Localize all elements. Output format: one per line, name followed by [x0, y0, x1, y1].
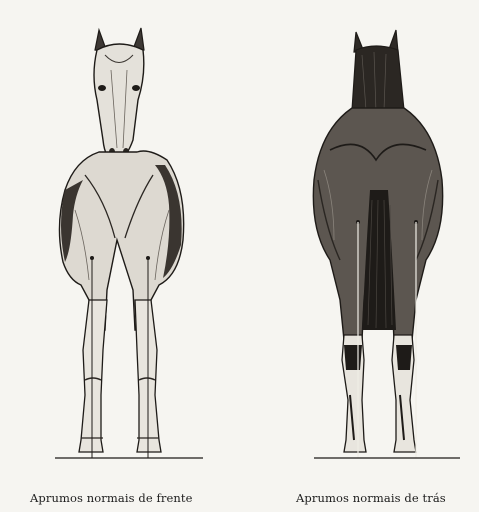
caption-back: Aprumos normais de trás — [296, 491, 446, 505]
horse-back-illustration — [300, 0, 470, 470]
caption-front: Aprumos normais de frente — [30, 491, 193, 505]
horse-front-illustration — [45, 0, 210, 470]
